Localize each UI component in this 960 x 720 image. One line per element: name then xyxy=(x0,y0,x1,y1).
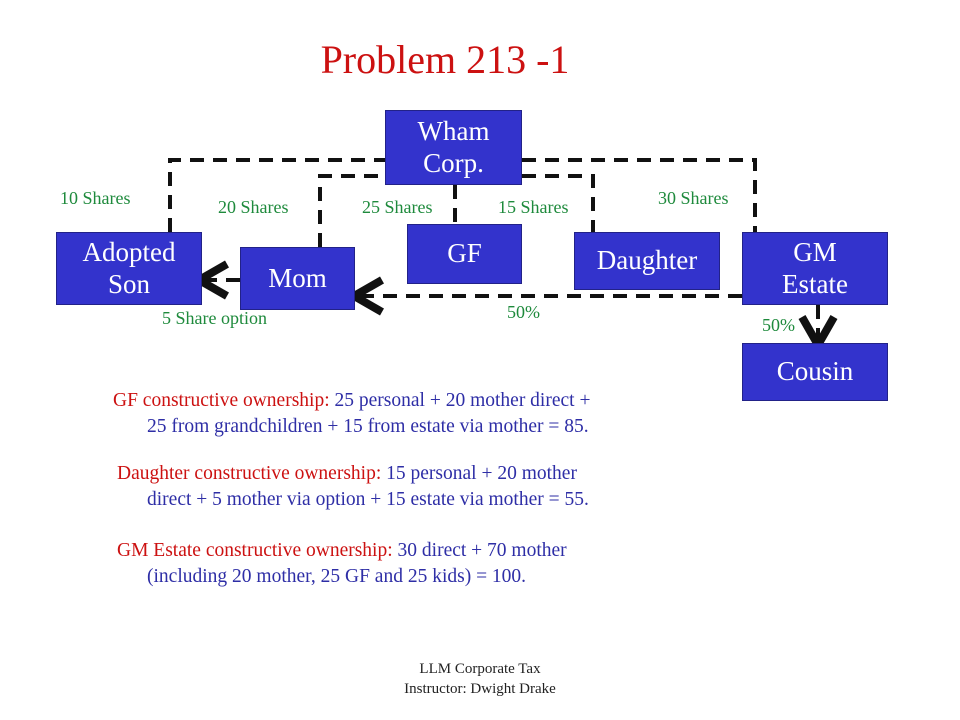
paragraph-text: 15 personal + 20 mother xyxy=(381,463,577,484)
paragraph-line: GM Estate constructive ownership: 30 dir… xyxy=(117,538,737,564)
mom-label: Mom xyxy=(268,262,327,293)
paragraph-lead: Daughter constructive ownership: xyxy=(117,463,382,484)
daughter-ownership-paragraph: Daughter constructive ownership: 15 pers… xyxy=(117,461,737,514)
daughter-node: Daughter xyxy=(574,232,720,290)
daughter-to-wham-line xyxy=(522,174,595,232)
gf-shares-label: 25 Shares xyxy=(362,197,433,217)
paragraph-text: 25 personal + 20 mother direct + xyxy=(329,390,591,411)
footer-instructor: Instructor: Dwight Drake xyxy=(404,680,556,697)
gf-label: GF xyxy=(447,238,482,269)
mom-to-wham-line xyxy=(318,174,385,247)
cousin-node: Cousin xyxy=(742,343,888,401)
adopted-son-label: Adopted Son xyxy=(82,237,176,299)
paragraph-line: direct + 5 mother via option + 15 estate… xyxy=(147,489,589,511)
gm-estate-ownership-paragraph: GM Estate constructive ownership: 30 dir… xyxy=(117,538,737,591)
gf-ownership-paragraph: GF constructive ownership: 25 personal +… xyxy=(113,388,733,441)
option-label: 5 Share option xyxy=(162,308,267,328)
estate-to-wham-line xyxy=(522,158,757,232)
slide-footer: LLM Corporate Tax Instructor: Dwight Dra… xyxy=(0,660,960,699)
estate-shares-label: 30 Shares xyxy=(658,188,729,208)
paragraph-line: Daughter constructive ownership: 15 pers… xyxy=(117,461,737,487)
daughter-shares-label: 15 Shares xyxy=(498,197,569,217)
gm-estate-node: GM Estate xyxy=(742,232,888,305)
paragraph-line: (including 20 mother, 25 GF and 25 kids)… xyxy=(147,566,527,588)
mom-node: Mom xyxy=(240,247,355,310)
wham-corp-node: Wham Corp. xyxy=(385,110,522,185)
paragraph-line: 25 from grandchildren + 15 from estate v… xyxy=(147,416,589,438)
paragraph-lead: GF constructive ownership: xyxy=(113,390,330,411)
wham-corp-label: Wham Corp. xyxy=(417,116,490,178)
paragraph-line: GF constructive ownership: 25 personal +… xyxy=(113,388,733,414)
footer-course: LLM Corporate Tax xyxy=(419,661,541,677)
son-to-wham-line xyxy=(168,158,385,232)
mom-shares-label: 20 Shares xyxy=(218,197,289,217)
cousin-label: Cousin xyxy=(776,356,854,387)
son-shares-label: 10 Shares xyxy=(60,188,131,208)
paragraph-lead: GM Estate constructive ownership: xyxy=(117,540,393,561)
gm-estate-label: GM Estate xyxy=(782,237,848,299)
gf-node: GF xyxy=(407,224,522,284)
cousin-estate-pct-label: 50% xyxy=(762,315,795,335)
mom-estate-pct-label: 50% xyxy=(507,302,540,322)
adopted-son-node: Adopted Son xyxy=(56,232,202,305)
daughter-label: Daughter xyxy=(596,245,698,276)
slide-title: Problem 213 -1 xyxy=(320,37,570,82)
paragraph-text: 30 direct + 70 mother xyxy=(392,540,567,561)
